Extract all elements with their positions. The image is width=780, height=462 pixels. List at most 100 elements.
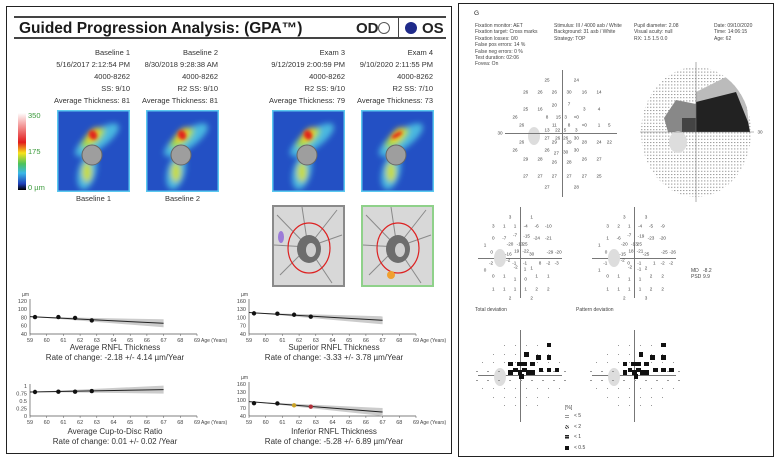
threshold-value: 29 — [566, 139, 572, 145]
normal-point-dot — [628, 345, 631, 346]
fundus-image[interactable] — [272, 205, 345, 287]
threshold-value: 26 — [512, 147, 518, 153]
threshold-value: 11 — [551, 122, 557, 128]
od-radio-icon[interactable] — [378, 22, 390, 34]
p-less-0.5-square — [526, 370, 531, 375]
x-tick-label: 67 — [380, 420, 386, 426]
x-tick-label: 60 — [263, 420, 269, 426]
rnfl-thickness-map[interactable] — [361, 110, 434, 192]
normal-point-dot — [661, 396, 664, 398]
p-less-0.5-square — [653, 367, 658, 373]
data-point — [275, 311, 280, 316]
normal-point-dot — [617, 405, 620, 406]
normal-point-dot — [672, 362, 675, 363]
y-tick-label: 40 — [240, 332, 246, 338]
p-less-0.5-square — [546, 367, 552, 373]
y-tick-label: 0.25 — [16, 406, 27, 412]
blind-spot-marker — [608, 249, 621, 267]
data-point — [291, 312, 297, 317]
threshold-vertical-axis — [562, 70, 563, 197]
normal-point-dot — [650, 362, 653, 363]
test-info-field: Visual acuity: null — [634, 29, 673, 36]
chart-title: Average RNFL Thickness — [69, 343, 161, 352]
pattern-deviation-value: -5 — [648, 223, 654, 229]
rnfl-thickness-map[interactable] — [146, 110, 219, 192]
normal-point-dot — [650, 405, 653, 406]
pattern-deviation-value: -1 — [603, 260, 608, 266]
test-info-field: Date: 09/10/2020 — [714, 23, 753, 29]
legend-swatch-icon — [565, 424, 569, 429]
x-tick-label: 67 — [161, 420, 167, 426]
y-tick-label: 130 — [237, 307, 246, 313]
x-tick-label: 68 — [177, 338, 183, 344]
x-tick-label: 63 — [94, 338, 100, 344]
total-deviation-value: 3 — [508, 214, 512, 220]
trend-line — [248, 401, 383, 413]
rnfl-thickness-map[interactable] — [272, 110, 345, 192]
normal-point-dot — [601, 370, 603, 372]
od-label[interactable]: OD — [356, 20, 379, 37]
total-deviation-value: 3 — [492, 223, 495, 229]
normal-point-dot — [606, 353, 609, 355]
total-deviation-value: 1 — [547, 273, 550, 279]
threshold-value: 5 — [563, 127, 567, 133]
p-less-0.5-square — [644, 370, 649, 375]
p-less-0.5-square — [524, 352, 529, 357]
exam-avg: Average Thickness: 81 — [53, 96, 130, 105]
normal-point-dot — [514, 353, 516, 355]
normal-point-dot — [623, 379, 625, 381]
threshold-value: 30 — [566, 89, 572, 95]
os-radio-selected-icon[interactable] — [405, 22, 417, 34]
normal-point-dot — [678, 370, 680, 372]
threshold-value: <0 — [581, 122, 587, 128]
pattern-deviation-value: -2 — [668, 260, 674, 266]
legend-title: [%] — [565, 405, 573, 411]
fundus-image[interactable] — [361, 205, 434, 287]
test-info-field: Fixation target: Cross marks — [475, 29, 538, 36]
normal-point-dot — [612, 379, 614, 381]
p-less-0.5-square — [530, 361, 535, 367]
eye-divider — [398, 16, 399, 37]
p-less-0.5-square — [530, 370, 535, 375]
x-tick-label: 59 — [246, 338, 252, 344]
x-tick-label: 64 — [329, 338, 335, 344]
threshold-value: 26 — [512, 114, 518, 120]
x-tick-label: 63 — [313, 420, 319, 426]
threshold-value: 13 — [544, 127, 550, 133]
threshold-value: 8 — [567, 122, 571, 128]
normal-point-dot — [595, 362, 598, 363]
normal-point-dot — [536, 345, 538, 346]
rnfl-thickness-map[interactable] — [57, 110, 130, 192]
threshold-value: 27 — [553, 150, 559, 156]
y-tick-label: 80 — [21, 315, 27, 321]
y-tick-label: 0.5 — [19, 399, 27, 405]
os-label[interactable]: OS — [422, 20, 444, 37]
threshold-horizontal-axis — [505, 133, 617, 134]
normal-point-dot — [536, 388, 538, 389]
normal-point-dot — [547, 396, 549, 398]
p-less-0.5-square — [650, 355, 655, 360]
normal-point-dot — [514, 345, 516, 346]
pattern-deviation-value: 2 — [617, 223, 620, 229]
threshold-value: 29 — [551, 139, 557, 145]
total-deviation-value: 30 — [529, 251, 535, 257]
pattern-deviation-value: 2 — [649, 273, 653, 279]
normal-point-dot — [553, 379, 555, 381]
total-deviation-value: 1 — [524, 286, 527, 292]
threshold-value: 26 — [563, 135, 569, 141]
test-info-field: Test duration: 02:06 — [475, 55, 519, 61]
threshold-value: 7 — [567, 101, 571, 107]
chart-rate-of-change: Rate of change: -5.28 +/- 6.89 µm/Year — [264, 437, 404, 446]
pattern-deviation-value: 2 — [661, 286, 664, 292]
exam-ss: SS: 9/10 — [101, 84, 130, 93]
normal-point-dot — [617, 353, 620, 355]
total-deviation-value: 25 — [522, 241, 528, 247]
threshold-axis-label: 30 — [497, 130, 503, 136]
normal-point-dot — [564, 370, 566, 372]
x-tick-label: 60 — [44, 420, 50, 426]
y-tick-label: 100 — [18, 307, 27, 313]
exam-id: 4000-8262 — [309, 72, 345, 81]
y-tick-label: 60 — [21, 324, 27, 330]
